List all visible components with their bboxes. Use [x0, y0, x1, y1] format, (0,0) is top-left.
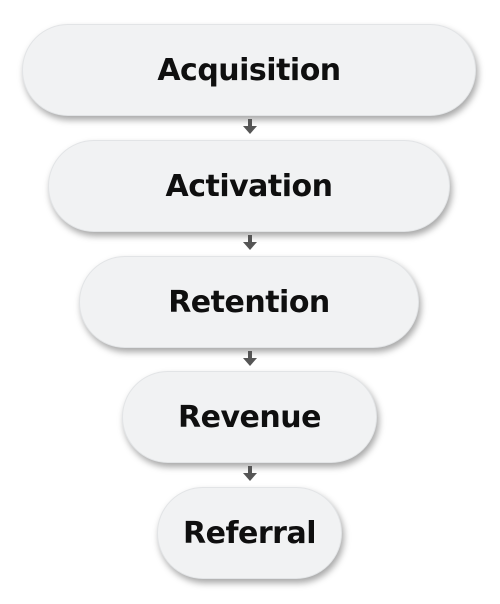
stage-referral: Referral: [157, 487, 342, 579]
stage-label: Activation: [165, 168, 333, 204]
stage-retention: Retention: [79, 256, 419, 348]
stage-label: Retention: [168, 284, 330, 320]
stage-label: Referral: [183, 515, 316, 551]
stage-activation: Activation: [48, 140, 450, 232]
stage-revenue: Revenue: [122, 371, 377, 463]
arrow-down-icon: [243, 351, 257, 367]
arrow-down-icon: [243, 119, 257, 135]
stage-label: Revenue: [178, 399, 321, 435]
stage-acquisition: Acquisition: [22, 24, 476, 116]
stage-label: Acquisition: [157, 52, 341, 88]
arrow-down-icon: [243, 235, 257, 251]
arrow-down-icon: [243, 466, 257, 482]
